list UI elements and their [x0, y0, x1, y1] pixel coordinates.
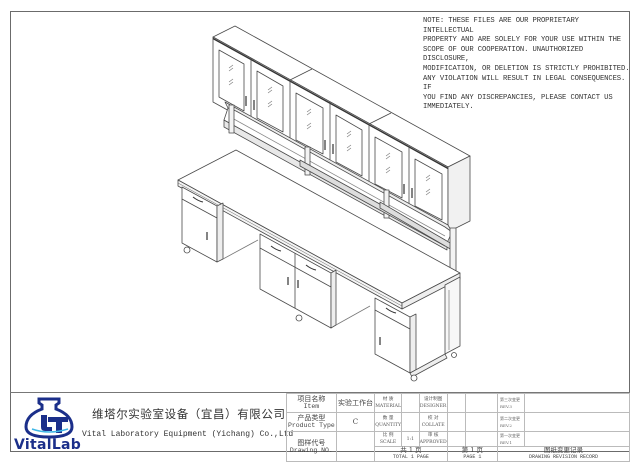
empty-cell: [464, 412, 499, 432]
approved-value: [446, 431, 466, 447]
collate-value: [446, 412, 466, 432]
middle-base-cabinet: [259, 233, 371, 329]
scale-value: 1:1: [401, 431, 420, 447]
company-name-cn: 维塔尔实验室设备（宜昌）有限公司: [92, 407, 286, 421]
note-line: MODIFICATION, OR DELETION IS STRICTLY PR…: [423, 64, 630, 73]
item-value: 实验工作台: [335, 393, 376, 413]
left-base-cabinet: [181, 186, 259, 263]
revision-1-value: [524, 431, 630, 447]
material-value: [401, 393, 420, 413]
product-type-value: C: [335, 412, 376, 432]
title-block: VitalLab 维塔尔实验室设备（宜昌）有限公司 Vital Laborato…: [10, 392, 630, 462]
note-line: YOU FIND ANY DISCREPANCIES, PLEASE CONTA…: [423, 93, 613, 102]
drawing-no-value: [335, 431, 376, 462]
note-line: ANY VIOLATION WILL RESULT IN LEGAL CONSE…: [423, 74, 626, 93]
right-base-cabinet: [374, 297, 417, 374]
note-line: IMMEDIATELY.: [423, 103, 474, 112]
wall-cabinets: [212, 25, 471, 233]
empty-cell: [464, 431, 499, 447]
note-line: PROPERTY AND ARE SOLELY FOR YOUR USE WIT…: [423, 36, 622, 45]
logo-wordmark: VitalLab: [14, 437, 82, 453]
designer-value: [446, 393, 466, 413]
note-line: NOTE: THESE FILES ARE OUR PROPRIETARY IN…: [423, 17, 579, 35]
revision-3-value: [524, 393, 630, 413]
reagent-shelves: [223, 101, 457, 289]
company-logo: VitalLab: [12, 395, 86, 453]
quantity-value: [401, 412, 420, 432]
company-name-en: Vital Laboratory Equipment (Yichang) Co.…: [82, 430, 294, 439]
flask-logo-icon: [24, 397, 74, 439]
revision-2-value: [524, 412, 630, 432]
empty-cell: [464, 393, 499, 413]
worktop: [177, 149, 461, 310]
note-line: SCOPE OF OUR COOPERATION. UNAUTHORIZED D…: [423, 45, 584, 64]
ip-notice: NOTE: THESE FILES ARE OUR PROPRIETARY IN…: [423, 17, 633, 113]
right-end-frame: [409, 276, 461, 382]
